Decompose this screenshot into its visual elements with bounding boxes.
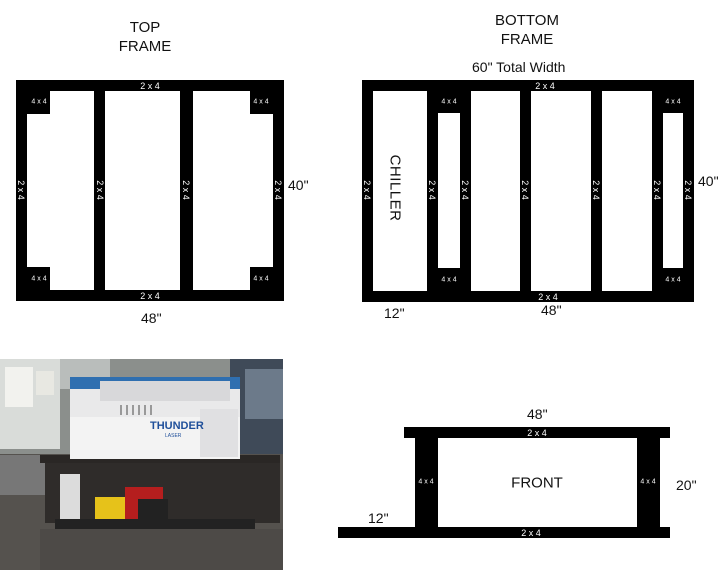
front-view-right-leg-label: 4 x 4 (640, 478, 656, 486)
bottom-frame-post-3-label: 4 x 4 (441, 276, 457, 284)
bottom-frame-stud-2-label: 2 x 4 (460, 180, 470, 200)
top-frame-right-rail-label: 2 x 4 (273, 180, 283, 200)
front-view-bottom-rail-label: 2 x 4 (521, 528, 541, 538)
top-frame-title: TOP FRAME (100, 18, 190, 56)
top-frame-left-rail-label: 2 x 4 (16, 180, 26, 200)
top-frame-post-bl (27, 267, 50, 290)
front-view-height-dim: 20" (676, 477, 697, 493)
bottom-frame-title-line1: BOTTOM (495, 12, 559, 29)
bottom-frame-bottom-rail-label: 2 x 4 (538, 292, 558, 302)
bottom-frame-total-width: 60" Total Width (472, 59, 566, 75)
bottom-frame-post-1-label: 4 x 4 (441, 98, 457, 106)
laser-cutter-photo: THUNDER LASER (0, 359, 283, 570)
top-frame-bay-3 (193, 91, 273, 290)
top-frame-post-tl (27, 91, 50, 114)
bottom-frame-title: BOTTOM FRAME (477, 11, 577, 49)
top-frame-bay-2 (105, 91, 180, 290)
top-frame-top-rail-label: 2 x 4 (140, 81, 160, 91)
front-view-label: FRONT (511, 474, 563, 492)
bottom-frame-title-line2: FRAME (500, 31, 554, 48)
bottom-frame-stud-5-label: 2 x 4 (652, 180, 662, 200)
top-frame-bay-1 (27, 91, 94, 290)
front-view-left-leg-label: 4 x 4 (418, 478, 434, 486)
bottom-frame-chiller-dim: 12" (384, 305, 405, 321)
bottom-frame-stud-1-label: 2 x 4 (427, 180, 437, 200)
bottom-frame-height-dim: 40" (698, 173, 719, 189)
bottom-frame-chiller-label: CHILLER (386, 154, 404, 222)
top-frame-stud-2-label: 2 x 4 (181, 180, 191, 200)
bottom-frame-stud-3-label: 2 x 4 (520, 180, 530, 200)
top-frame-title-line2: FRAME (118, 38, 172, 55)
bottom-frame-width-dim: 48" (541, 302, 562, 318)
photo-brand-text: THUNDER (150, 420, 204, 432)
bottom-frame-chiller-bay (373, 91, 427, 291)
photo-illustration: THUNDER LASER (0, 359, 283, 570)
bottom-frame-stud-4-label: 2 x 4 (591, 180, 601, 200)
front-view-bottom-rail (338, 527, 670, 538)
front-view-left-leg (415, 438, 438, 527)
bottom-frame-top-rail-label: 2 x 4 (535, 81, 555, 91)
bottom-frame-post-4-label: 4 x 4 (665, 276, 681, 284)
front-view-width-dim: 48" (527, 406, 548, 422)
bottom-frame-bay-5 (602, 91, 652, 291)
bottom-frame-left-rail-label: 2 x 4 (362, 180, 372, 200)
bottom-frame-right-rail-label: 2 x 4 (683, 180, 693, 200)
photo-brand-sub-text: LASER (165, 433, 182, 439)
front-view-top-rail-label: 2 x 4 (527, 428, 547, 438)
top-frame-post-br (250, 267, 273, 290)
top-frame-bottom-rail-label: 2 x 4 (140, 291, 160, 301)
bottom-frame-bay-6 (663, 113, 683, 268)
bottom-frame-bay-4 (531, 91, 591, 291)
top-frame-post-br-label: 4 x 4 (253, 275, 269, 283)
top-frame-height-dim: 40" (288, 177, 309, 193)
top-frame-title-line1: TOP (129, 19, 161, 36)
top-frame-stud-1-label: 2 x 4 (95, 180, 105, 200)
bottom-frame-bay-2 (438, 113, 460, 268)
top-frame-width-dim: 48" (141, 310, 162, 326)
top-frame-post-tr-label: 4 x 4 (253, 98, 269, 106)
top-frame-post-bl-label: 4 x 4 (31, 275, 47, 283)
front-view-overhang-dim: 12" (368, 510, 389, 526)
top-frame-post-tl-label: 4 x 4 (31, 98, 47, 106)
front-view-right-leg (637, 438, 660, 527)
front-view-top-rail (404, 427, 670, 438)
bottom-frame-bay-3 (471, 91, 520, 291)
bottom-frame-post-2-label: 4 x 4 (665, 98, 681, 106)
top-frame-post-tr (250, 91, 273, 114)
